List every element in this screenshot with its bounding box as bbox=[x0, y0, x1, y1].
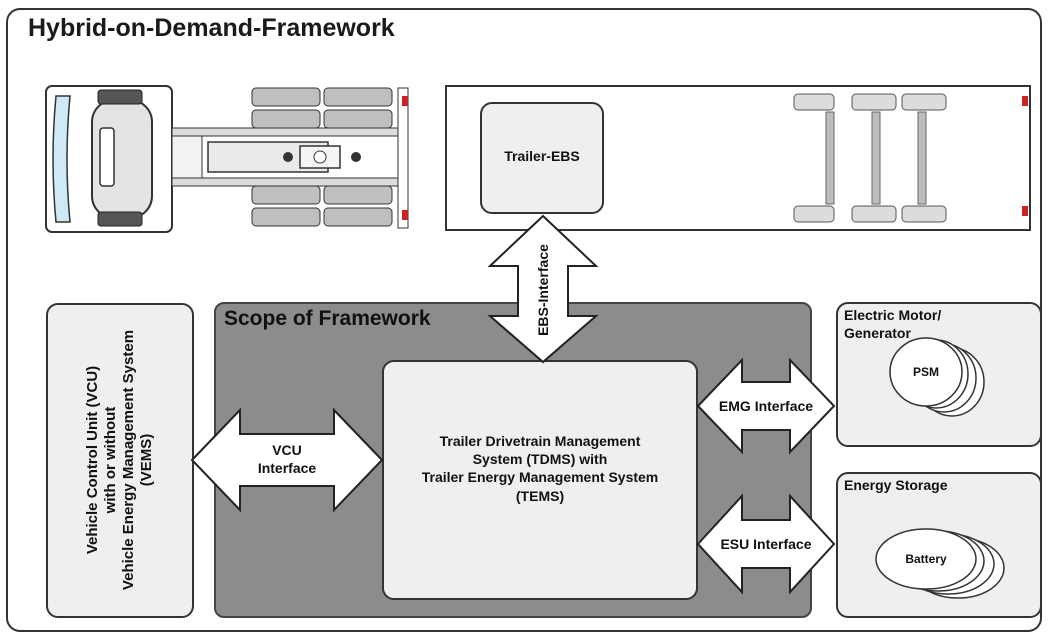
ebs-interface-label: EBS-Interface bbox=[535, 244, 551, 336]
tdms-text: Trailer Drivetrain Management System (TD… bbox=[382, 432, 698, 505]
psm-label: PSM bbox=[912, 365, 939, 379]
emg-title-line-1: Electric Motor/ bbox=[844, 307, 942, 323]
truck-illustration bbox=[45, 85, 409, 233]
tdms-line-4: (TEMS) bbox=[515, 487, 565, 504]
battery-disc-stack bbox=[875, 528, 1005, 599]
trailer-ebs-label: Trailer-EBS bbox=[504, 148, 580, 164]
tdms-line-2: System (TDMS) with bbox=[472, 451, 608, 468]
vcu-box bbox=[46, 303, 194, 618]
energy-storage-title: Energy Storage bbox=[844, 477, 948, 493]
trailer-ebs-box bbox=[480, 102, 604, 214]
tdms-line-3: Trailer Energy Management System bbox=[421, 469, 659, 486]
vcu-interface-label: VCU Interface bbox=[240, 442, 334, 477]
diagram-title: Hybrid-on-Demand-Framework bbox=[28, 14, 395, 42]
vcu-interface-line-2: Interface bbox=[257, 459, 317, 476]
esu-interface-label: ESU Interface bbox=[720, 536, 812, 552]
battery-label: Battery bbox=[905, 552, 947, 566]
ebs-interface-arrow bbox=[487, 214, 599, 364]
emg-interface-arrow bbox=[696, 357, 836, 455]
vcu-interface-line-1: VCU bbox=[272, 442, 302, 458]
emg-title-line-2: Generator bbox=[844, 324, 911, 341]
emg-interface-label: EMG Interface bbox=[718, 398, 814, 414]
vcu-interface-arrow bbox=[190, 407, 384, 513]
tdms-line-1: Trailer Drivetrain Management bbox=[439, 433, 641, 449]
tdms-box bbox=[382, 360, 698, 600]
esu-interface-arrow bbox=[696, 493, 836, 595]
psm-disc-stack bbox=[889, 337, 985, 417]
scope-of-framework-label: Scope of Framework bbox=[224, 307, 431, 330]
emg-title: Electric Motor/ Generator bbox=[844, 307, 941, 342]
